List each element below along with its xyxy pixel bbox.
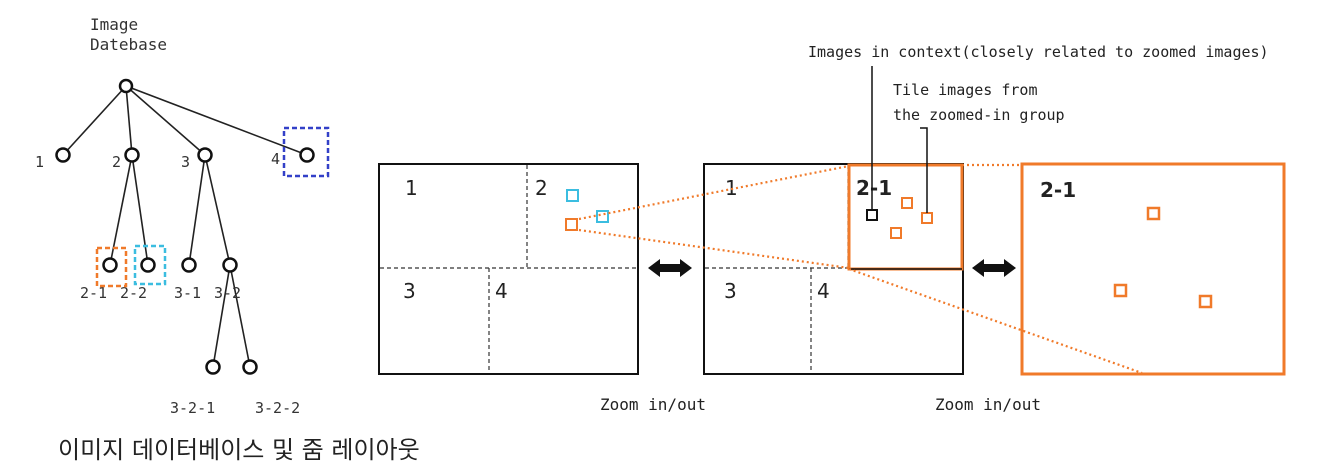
tree-node-label-4: 4 [271,150,280,168]
tree-node-label-3-2: 3-2 [214,284,241,302]
tree-nodes: 1 2 3 4 2-1 2-2 3-1 3-2 3-2-1 3-2-2 [35,78,315,417]
annotation-tiles-line1: Tile images from [893,81,1038,99]
tree-node-3-2 [222,257,238,273]
annotation-tiles-line2: the zoomed-in group [893,106,1065,124]
panel-1-q1-label: 1 [405,176,418,200]
tree-edge [229,264,251,368]
connector-p1-to-p2-bottom [578,228,850,270]
tree-node-label-3-2-1: 3-2-1 [170,399,215,417]
panel-2: 1 2-1 3 4 [703,163,964,375]
panel-1-q3-label: 3 [403,279,416,303]
tree-edge [62,85,127,156]
panel-1-cyan-tile-a [566,189,579,202]
panel-1-q4-label: 4 [495,279,508,303]
panel-1-orange-tile [565,218,578,231]
root-label-line2: Datebase [90,35,167,54]
panel-2-q3-label: 3 [724,279,737,303]
panel-1-cyan-tile-b [596,210,609,223]
tree-edge [188,154,206,266]
double-arrow-2 [972,259,1016,277]
panel-1-q2-label: 2 [535,176,548,200]
panel-2-q2-label: 2-1 [856,176,892,200]
tree-node-4 [299,147,315,163]
tree-node-label-2-1: 2-1 [80,284,107,302]
panel-2-orange-tile-a [901,197,913,209]
zoom-label-1: Zoom in/out [600,395,706,414]
tree-node-1 [55,147,71,163]
tree-node-label-2-2: 2-2 [120,284,147,302]
tree-node-label-1: 1 [35,153,44,171]
tree-node-3 [197,147,213,163]
zoom-connector-lines [578,163,1143,375]
tree-edge [125,85,133,156]
panel-3-frame [1020,162,1286,376]
tree-edge [212,264,231,368]
tree-edge [131,154,149,266]
annotation-tiles-leader [920,127,928,213]
figure-caption: 이미지 데이터베이스 및 줌 레이아웃 [58,436,420,464]
panel-3-orange-tile-a [1146,206,1161,221]
tree-node-2-2 [140,257,156,273]
tree-node-label-2: 2 [112,153,121,171]
tree-node-3-2-2 [242,359,258,375]
root-label-line1: Image [90,15,138,34]
tree-edges [62,85,308,368]
panel-3-orange-tile-c [1198,294,1213,309]
tree-node-3-2-1 [205,359,221,375]
tree-node-3-1 [181,257,197,273]
tree-edge [125,85,206,156]
tree-edge [109,154,133,266]
tree-node-root [118,78,134,94]
highlight-box-node-4 [282,126,330,178]
panel-3-title: 2-1 [1040,178,1076,202]
tree-node-2 [124,147,140,163]
tree-node-label-3-1: 3-1 [174,284,201,302]
panel-3: 2-1 [1020,162,1286,376]
tree-node-2-1 [102,257,118,273]
tree-node-label-3-2-2: 3-2-2 [255,399,300,417]
annotation-context: Images in context(closely related to zoo… [808,43,1269,61]
root-label: Image Datebase [90,15,167,54]
connector-p1-to-p2-top [578,164,850,221]
panel-2-q4-label: 4 [817,279,830,303]
diagram-canvas: Image Datebase 1 2 3 4 2-1 2-2 3-1 3-2 3-2-1 3-2-… [35,15,1286,417]
panel-2-context-tile [866,209,878,221]
panel-2-orange-tile-b [921,212,933,224]
panel-1-frame [378,163,639,375]
connector-p2-to-p3-bottom [848,267,1143,375]
highlight-box-node-2-1 [95,246,128,288]
tree-edge [204,154,231,266]
image-database-tree: Image Datebase 1 2 3 4 2-1 2-2 3-1 3-2 3-2-1 3-2-… [35,15,330,417]
highlight-box-node-2-2 [133,244,167,286]
zoom-label-2: Zoom in/out [935,395,1041,414]
panel-2-orange-tile-c [890,227,902,239]
double-arrow-1 [648,259,692,277]
tree-node-label-3: 3 [181,153,190,171]
panel-3-orange-tile-b [1113,283,1128,298]
panel-1: 1 2 3 4 [378,163,639,375]
tree-edge [125,85,308,156]
annotations: Images in context(closely related to zoo… [808,43,1269,213]
